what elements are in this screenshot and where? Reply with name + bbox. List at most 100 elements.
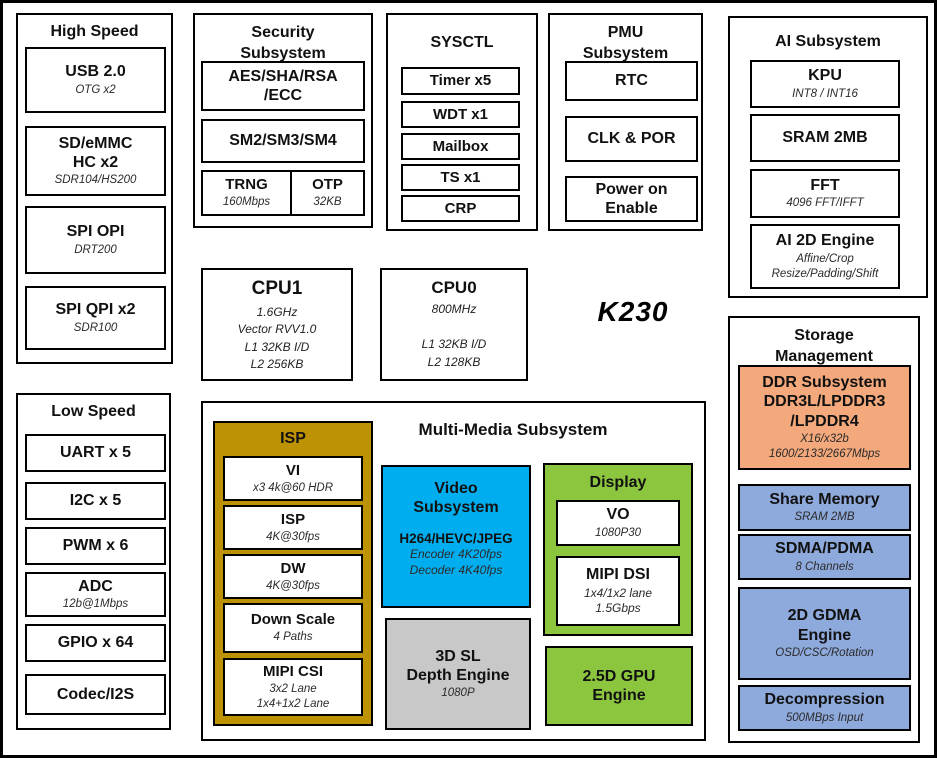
- mipi-dsi-block: MIPI DSI 1x4/1x2 lane 1.5Gbps: [556, 556, 680, 626]
- mipi-dsi-label: MIPI DSI: [585, 566, 650, 584]
- trng-label: TRNG: [225, 176, 268, 194]
- usb-block: USB 2.0 OTG x2: [25, 47, 166, 113]
- down-scale-label: Down Scale: [250, 611, 336, 629]
- ai-sram-label: SRAM 2MB: [782, 129, 868, 147]
- crp-label: CRP: [444, 199, 477, 217]
- isp-core-sub: 4K@30fps: [266, 530, 320, 543]
- gpu-engine-block: 2.5D GPU Engine: [545, 646, 693, 726]
- dw-label: DW: [280, 559, 306, 577]
- otp-sub: 32KB: [313, 196, 342, 209]
- ai-sram-block: SRAM 2MB: [750, 114, 900, 162]
- adc-sub: 12b@1Mbps: [62, 598, 129, 611]
- dw-block: DW 4K@30fps: [223, 554, 363, 599]
- adc-block: ADC 12b@1Mbps: [25, 572, 166, 617]
- spi-qpi-sub: SDR100: [73, 321, 118, 334]
- video-subsystem-sub: Encoder 4K20fps Decoder 4K40fps: [409, 547, 503, 577]
- security-title: Security Subsystem: [240, 24, 326, 62]
- gpio-label: GPIO x 64: [57, 634, 134, 652]
- gdma-sub: OSD/CSC/Rotation: [775, 646, 874, 659]
- otp-label: OTP: [312, 176, 343, 194]
- gdma-label: 2D GDMA Engine: [787, 607, 862, 644]
- isp-column-title: ISP: [280, 430, 306, 447]
- vi-block: VI x3 4k@60 HDR: [223, 456, 363, 501]
- otp-block: OTP 32KB: [290, 170, 365, 216]
- sd-emmc-sub: SDR104/HS200: [54, 174, 137, 187]
- kpu-block: KPU INT8 / INT16: [750, 60, 900, 108]
- isp-core-block: ISP 4K@30fps: [223, 505, 363, 550]
- uart-block: UART x 5: [25, 434, 166, 472]
- cpu0-sub: 800MHz L1 32KB I/D L2 128KB: [421, 302, 487, 369]
- ai-title: AI Subsystem: [775, 33, 881, 50]
- clk-por-label: CLK & POR: [587, 130, 676, 148]
- kpu-label: KPU: [808, 67, 842, 85]
- cpu1-sub: 1.6GHz Vector RVV1.0 L1 32KB I/D L2 256K…: [237, 304, 317, 371]
- timer-block: Timer x5: [401, 67, 520, 95]
- pwm-block: PWM x 6: [25, 527, 166, 565]
- fft-label: FFT: [810, 176, 840, 194]
- video-subsystem-label: Video Subsystem: [413, 480, 499, 517]
- codec-i2s-block: Codec/I2S: [25, 674, 166, 715]
- mipi-csi-label: MIPI CSI: [262, 662, 323, 680]
- crp-block: CRP: [401, 195, 520, 222]
- spi-opi-label: SPI OPI: [66, 223, 125, 241]
- wdt-label: WDT x1: [432, 105, 488, 123]
- i2c-block: I2C x 5: [25, 482, 166, 520]
- uart-label: UART x 5: [59, 444, 132, 462]
- kpu-sub: INT8 / INT16: [792, 87, 858, 100]
- pwm-label: PWM x 6: [62, 537, 129, 555]
- sm-label: SM2/SM3/SM4: [229, 132, 337, 150]
- low-speed-title: Low Speed: [51, 403, 136, 420]
- high-speed-title: High Speed: [50, 23, 139, 40]
- share-memory-block: Share Memory SRAM 2MB: [738, 484, 911, 531]
- aes-label: AES/SHA/RSA /ECC: [228, 67, 338, 104]
- vo-label: VO: [606, 506, 630, 524]
- adc-label: ADC: [78, 577, 113, 595]
- cpu1-label: CPU1: [251, 278, 303, 299]
- trng-block: TRNG 160Mbps: [201, 170, 292, 216]
- sdma-pdma-label: SDMA/PDMA: [775, 540, 874, 558]
- gpu-engine-label: 2.5D GPU Engine: [582, 667, 656, 704]
- ts-label: TS x1: [440, 168, 481, 186]
- rtc-label: RTC: [615, 72, 648, 90]
- spi-opi-sub: DRT200: [74, 243, 117, 256]
- video-subsystem-block: Video Subsystem H264/HEVC/JPEG Encoder 4…: [381, 465, 531, 608]
- sd-emmc-label: SD/eMMC HC x2: [58, 134, 133, 172]
- fft-block: FFT 4096 FFT/IFFT: [750, 169, 900, 218]
- power-on-enable-label: Power on Enable: [595, 180, 668, 217]
- ai-2d-engine-sub: Affine/Crop Resize/Padding/Shift: [771, 252, 879, 280]
- aes-block: AES/SHA/RSA /ECC: [201, 61, 365, 111]
- ai-2d-engine-label: AI 2D Engine: [775, 232, 875, 250]
- video-codec-label: H264/HEVC/JPEG: [399, 531, 513, 547]
- dw-sub: 4K@30fps: [266, 579, 320, 592]
- depth-engine-label: 3D SL Depth Engine: [406, 647, 510, 685]
- decompression-block: Decompression 500MBps Input: [738, 685, 911, 731]
- chip-name-label: K230: [597, 296, 669, 327]
- cpu0-block: CPU0 800MHz L1 32KB I/D L2 128KB: [380, 268, 528, 381]
- timer-label: Timer x5: [429, 72, 492, 89]
- sm-block: SM2/SM3/SM4: [201, 119, 365, 163]
- decompression-sub: 500MBps Input: [785, 711, 864, 724]
- gdma-block: 2D GDMA Engine OSD/CSC/Rotation: [738, 587, 911, 680]
- spi-qpi-label: SPI QPI x2: [55, 301, 136, 319]
- vi-sub: x3 4k@60 HDR: [252, 481, 334, 494]
- mipi-dsi-sub: 1x4/1x2 lane 1.5Gbps: [583, 585, 653, 616]
- sysctl-title: SYSCTL: [430, 34, 494, 51]
- decompression-label: Decompression: [764, 691, 885, 709]
- vo-block: VO 1080P30: [556, 500, 680, 546]
- vo-sub: 1080P30: [594, 526, 642, 539]
- pmu-title: PMU Subsystem: [582, 24, 669, 62]
- depth-engine-sub: 1080P: [441, 687, 475, 700]
- down-scale-block: Down Scale 4 Paths: [223, 603, 363, 653]
- gpio-block: GPIO x 64: [25, 624, 166, 662]
- usb-label: USB 2.0: [65, 63, 126, 81]
- mipi-csi-sub: 3x2 Lane 1x4+1x2 Lane: [256, 682, 330, 710]
- share-memory-label: Share Memory: [769, 490, 880, 508]
- ai-2d-engine-block: AI 2D Engine Affine/Crop Resize/Padding/…: [750, 224, 900, 289]
- sdma-pdma-sub: 8 Channels: [795, 560, 854, 573]
- cpu1-block: CPU1 1.6GHz Vector RVV1.0 L1 32KB I/D L2…: [201, 268, 353, 381]
- fft-sub: 4096 FFT/IFFT: [786, 197, 864, 210]
- ts-block: TS x1: [401, 164, 520, 191]
- ddr-sub: X16/x32b 1600/2133/2667Mbps: [768, 432, 881, 460]
- sd-emmc-block: SD/eMMC HC x2 SDR104/HS200: [25, 126, 166, 196]
- isp-core-label: ISP: [280, 510, 306, 528]
